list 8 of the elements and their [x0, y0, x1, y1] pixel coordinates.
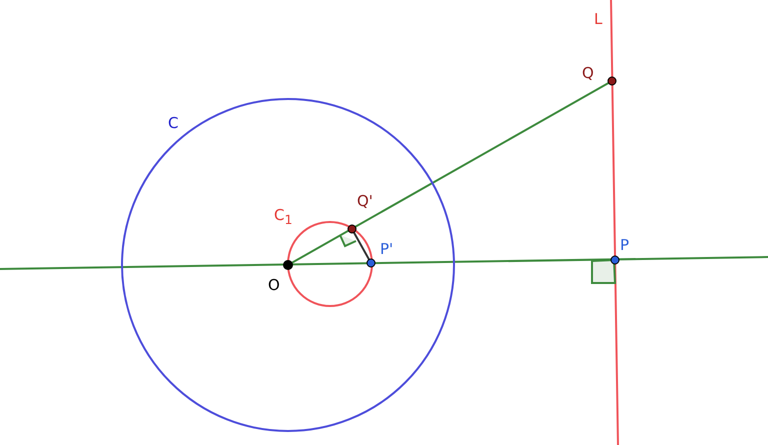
- point-label: C$_{1}$: [274, 206, 292, 229]
- point-label: P: [620, 236, 630, 254]
- point-label: Q: [582, 64, 594, 82]
- point-label: P': [380, 240, 394, 258]
- point-label: Q': [357, 192, 373, 210]
- point-label: O: [268, 276, 280, 294]
- point-label: C: [168, 114, 178, 132]
- point-label: L: [594, 10, 602, 28]
